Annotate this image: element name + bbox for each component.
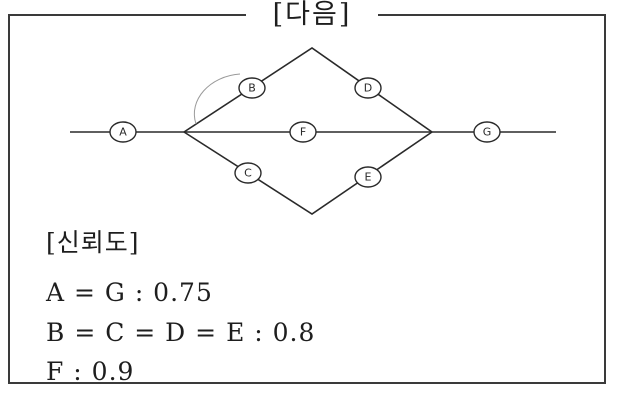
node-f-label: F: [300, 126, 306, 139]
node-f: F: [289, 121, 317, 143]
reliability-line-ag: A = G : 0.75: [46, 278, 213, 307]
node-c: C: [234, 162, 262, 184]
node-a: A: [109, 121, 137, 143]
lower-branch-path: [183, 131, 433, 215]
node-g-label: G: [483, 126, 492, 139]
figure-heading: [다음]: [246, 0, 378, 30]
node-c-label: C: [244, 167, 252, 180]
node-a-label: A: [119, 126, 127, 139]
reliability-line-bcde: B = C = D = E : 0.8: [46, 318, 316, 347]
pencil-mark: [193, 73, 241, 125]
node-d: D: [354, 77, 382, 99]
node-e-label: E: [365, 171, 372, 184]
node-b: B: [238, 77, 266, 99]
node-b-label: B: [248, 82, 256, 95]
upper-branch-path: [183, 47, 433, 133]
node-e: E: [354, 166, 382, 188]
node-d-label: D: [364, 82, 372, 95]
reliability-title: [신뢰도]: [46, 228, 140, 257]
node-g: G: [473, 121, 501, 143]
reliability-line-f: F : 0.9: [46, 357, 135, 386]
